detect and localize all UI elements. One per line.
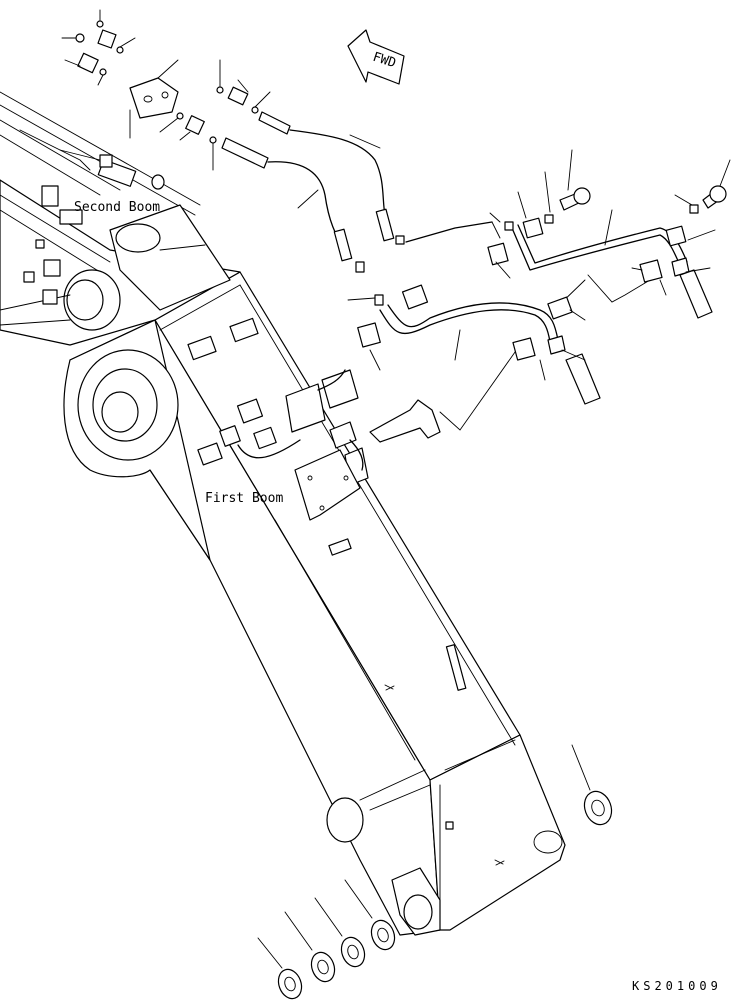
fwd-label: FWD: [371, 50, 398, 72]
clamps-and-fittings: [347, 149, 731, 405]
second-boom-label: Second Boom: [74, 200, 160, 215]
first-boom-body: [63, 271, 566, 936]
boom-brackets: [187, 317, 441, 521]
first-boom-label: First Boom: [205, 491, 283, 506]
fwd-arrow: FWD: [347, 29, 405, 85]
hoses: [267, 129, 688, 431]
second-boom-body: [0, 91, 241, 346]
drawing-code: KS201009: [632, 979, 722, 993]
top-fittings: [61, 9, 291, 171]
washers: [257, 744, 613, 1000]
